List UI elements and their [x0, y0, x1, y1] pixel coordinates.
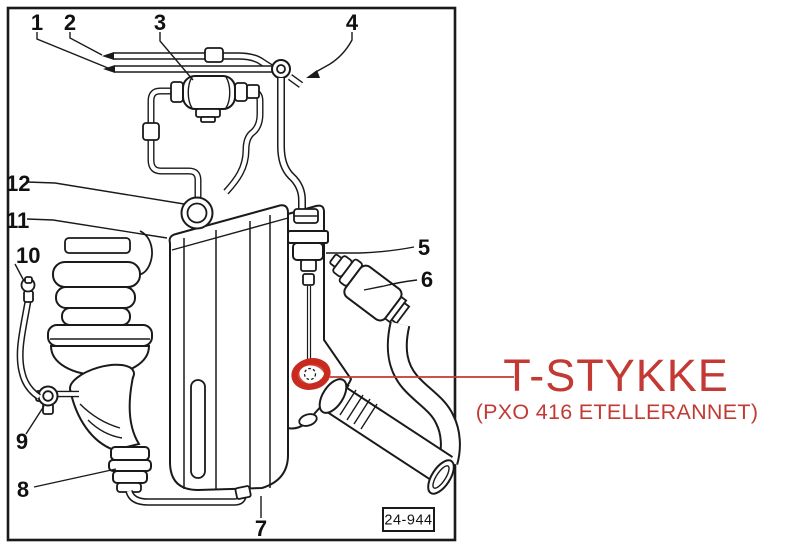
flow-arrow-upper [102, 52, 114, 60]
annotation-subtitle: (PXO 416 ETELLERANNET) [476, 400, 759, 424]
t-piece-symbol [303, 367, 317, 381]
callout-6-label: 6 [421, 267, 433, 292]
callout-2-label: 2 [64, 10, 76, 35]
drain-valve [35, 385, 79, 415]
thermo-valve-item5 [287, 208, 329, 286]
coupling-item8 [108, 446, 152, 493]
stamp-box [382, 507, 435, 532]
bottom-hose [129, 485, 252, 502]
callout-1-label: 1 [31, 10, 43, 35]
callout-4-label: 4 [346, 10, 359, 35]
callout-5-label: 5 [418, 235, 430, 260]
block-slot [190, 379, 206, 479]
boot-collar [318, 378, 348, 414]
callout-12-label: 12 [6, 171, 30, 196]
fuel-filter [170, 75, 260, 123]
callout-8-label: 8 [17, 477, 29, 502]
fuel-lines-and-filter [113, 47, 301, 200]
callout-10-label: 10 [16, 243, 40, 268]
annotation-title: T-STYKKE [503, 350, 729, 401]
callout-3-label: 3 [154, 10, 166, 35]
filler-ring [180, 196, 214, 230]
callout-11-label: 11 [6, 208, 29, 233]
callout-9-label: 9 [16, 429, 28, 454]
intake-boot-hose [314, 378, 459, 495]
pressure-valve-assembly [329, 253, 411, 325]
turbocharger-assembly [47, 230, 153, 452]
t-piece-annotation: T-STYKKE (PXO 416 ETELLERANNET) [291, 350, 759, 424]
hose-open-end [427, 459, 455, 495]
engine-block [168, 204, 289, 492]
hose-clip [234, 485, 252, 500]
callout-4-arrow [306, 70, 320, 78]
callout-numbers: 1 2 3 4 5 6 7 8 9 10 11 12 [6, 10, 433, 541]
turbo-flange [47, 324, 153, 347]
tube-connector-sleeve [204, 47, 224, 63]
mount-lug [298, 413, 318, 427]
t-piece-pipe [303, 286, 317, 381]
pipe-coupling [142, 122, 160, 141]
breather-hose [20, 276, 39, 397]
callout-7-label: 7 [255, 516, 267, 541]
stamp-label: 24-944 [384, 513, 432, 529]
figure-number-stamp: 24-944 [382, 507, 435, 532]
callout-leaders [14, 32, 418, 518]
flow-arrow-lower [103, 65, 115, 73]
